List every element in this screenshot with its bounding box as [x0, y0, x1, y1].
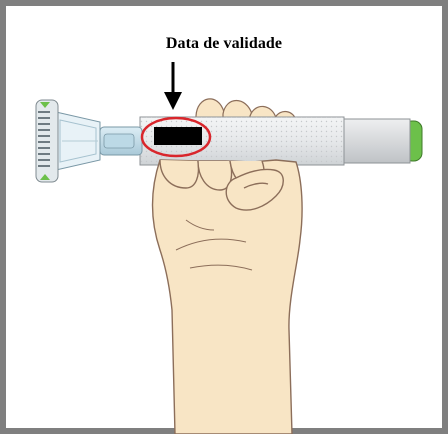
pointer-arrow	[164, 62, 182, 110]
expiry-date-label: Data de validade	[165, 35, 283, 52]
expiry-date-highlight	[140, 116, 212, 158]
hand	[151, 159, 303, 434]
